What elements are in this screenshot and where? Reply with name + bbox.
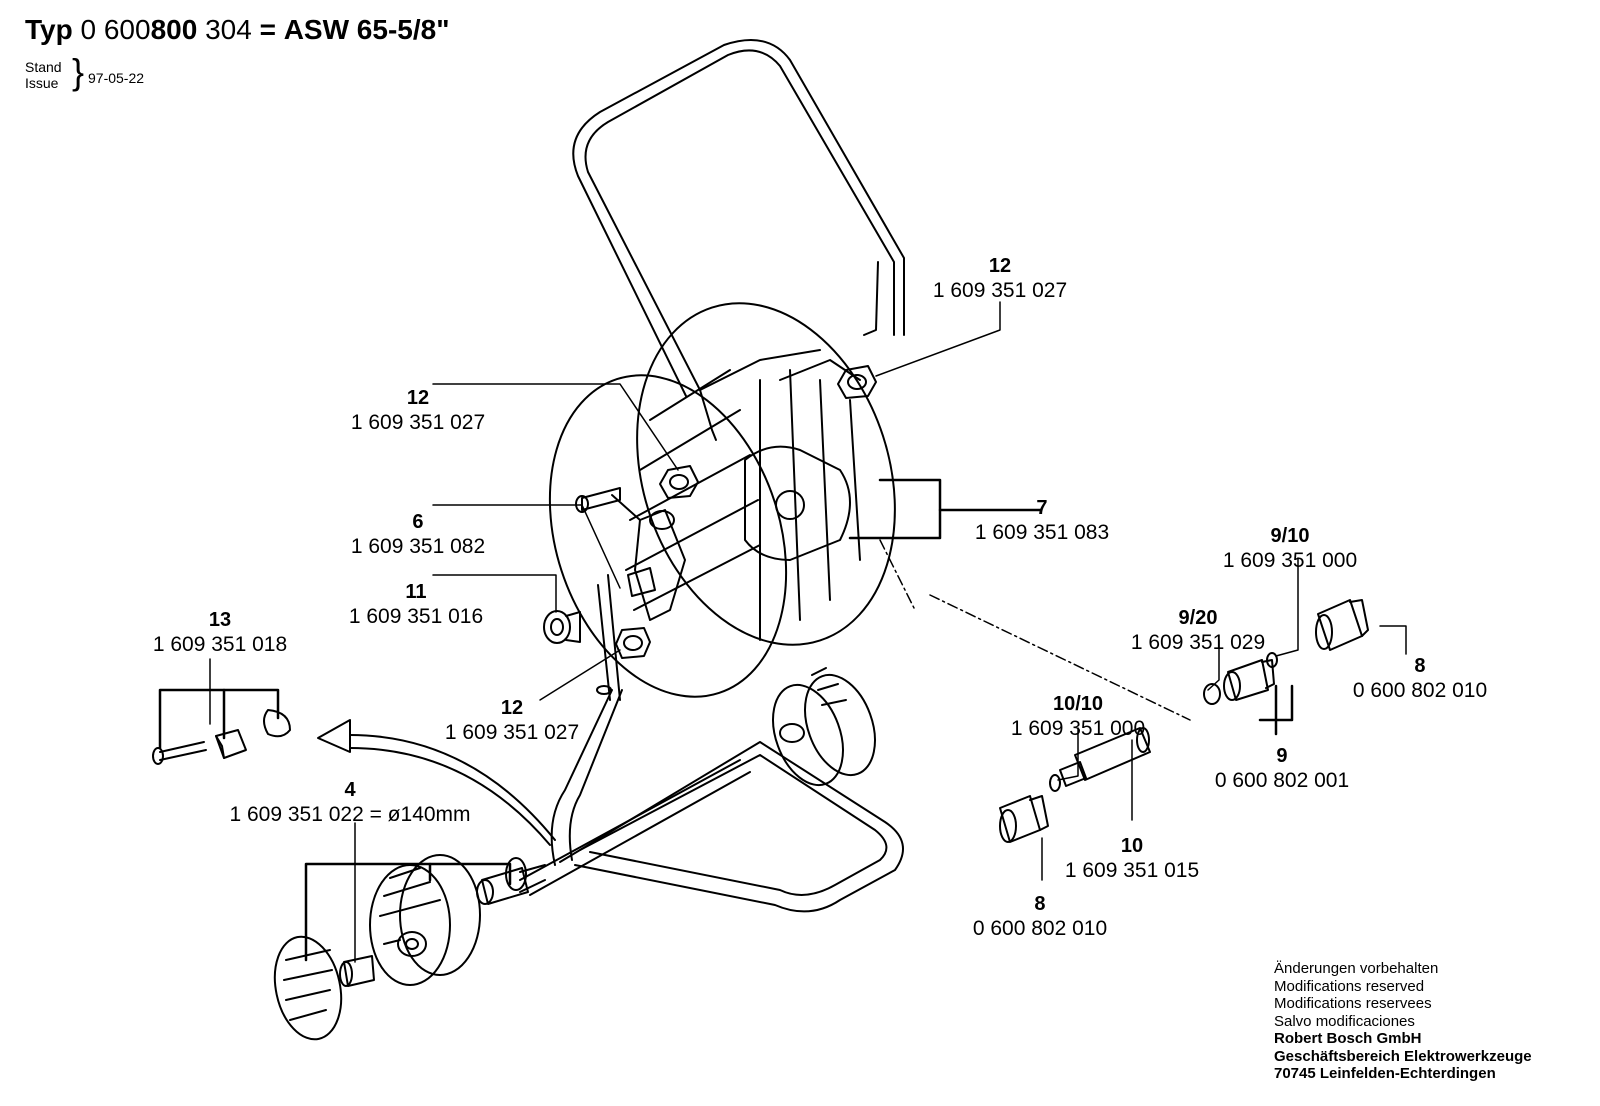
axle-tube bbox=[596, 574, 621, 701]
footer-line-de: Änderungen vorbehalten bbox=[1274, 960, 1439, 977]
callout-leaders bbox=[209, 301, 1407, 963]
issue-date: 97-05-22 bbox=[88, 70, 145, 86]
bracket-lines bbox=[158, 478, 1294, 962]
footer-line-en: Modifications reserved bbox=[1274, 977, 1425, 995]
nut-lower-left bbox=[615, 627, 651, 659]
footer-line-es: Salvo modificaciones bbox=[1274, 1012, 1415, 1030]
stand-issue-label: Stand Issue bbox=[25, 59, 62, 91]
handle-frame bbox=[572, 39, 905, 441]
tap-connector bbox=[1223, 659, 1275, 701]
document-title: Typ 0 6000800 304 = ASW 65-5/8" bbox=[25, 14, 450, 45]
valve-assembly bbox=[627, 509, 686, 621]
hub-cap bbox=[273, 935, 343, 1041]
o-ring-right bbox=[1266, 652, 1278, 668]
footer-company: Robert Bosch GmbH bbox=[1274, 1030, 1422, 1047]
rear-wheel bbox=[772, 667, 876, 787]
issue-label: Issue bbox=[25, 75, 59, 91]
stand-label: Stand bbox=[25, 59, 62, 75]
crank-handle bbox=[575, 487, 641, 521]
cap-nut bbox=[543, 610, 581, 644]
nut-upper-left bbox=[659, 465, 699, 499]
hose-nipple bbox=[1059, 727, 1151, 787]
washer bbox=[1203, 683, 1221, 705]
hub-screw bbox=[339, 955, 375, 987]
reel-drum bbox=[548, 302, 896, 698]
bolt bbox=[152, 741, 207, 765]
coupling-right bbox=[1315, 599, 1369, 651]
footer-address: 70745 Leinfelden-Echterdingen bbox=[1274, 1065, 1496, 1082]
brace-glyph: } bbox=[72, 51, 85, 92]
footer-notice: Änderungen vorbehalten Modifications res… bbox=[1274, 960, 1532, 1083]
footer-division: Geschäftsbereich Elektrowerkzeuge bbox=[1274, 1047, 1532, 1065]
o-ring-small bbox=[1049, 774, 1061, 792]
coupling-left bbox=[999, 795, 1049, 843]
assembly-arrow bbox=[317, 719, 556, 846]
base-frame bbox=[519, 689, 904, 913]
front-wheel bbox=[369, 854, 481, 986]
nut-top-right bbox=[837, 365, 877, 399]
clip bbox=[215, 729, 247, 759]
cap bbox=[263, 709, 291, 738]
footer-line-fr: Modifications reservees bbox=[1274, 995, 1432, 1012]
